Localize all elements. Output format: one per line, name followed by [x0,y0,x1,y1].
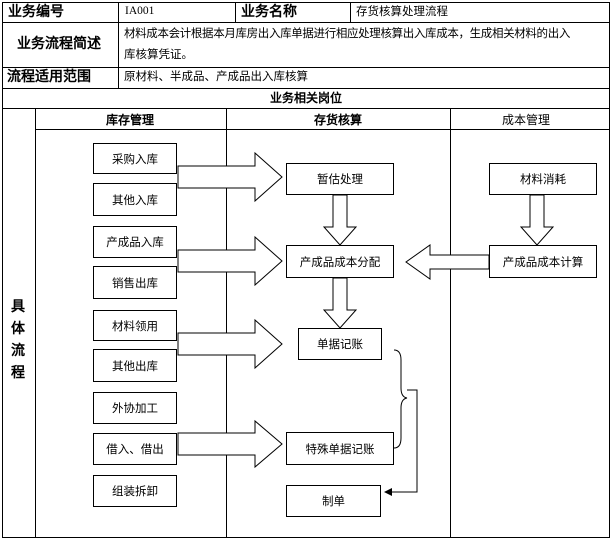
box-document-posting: 单据记账 [298,328,382,360]
box-special-posting: 特殊单据记账 [286,432,394,465]
brace [393,349,408,449]
side-char: 具 [11,299,25,315]
name-value: 存货核算处理流程 [356,4,448,18]
desc-line2: 库核算凭证。 [124,47,193,61]
scope-label: 流程适用范围 [7,69,91,85]
side-char: 体 [11,321,25,337]
lane-accounting: 存货核算 [314,113,363,127]
box-product-in: 产成品入库 [93,226,177,258]
block-arrow-down-2 [322,277,358,329]
block-arrow-3 [177,318,283,370]
box-material-consumption: 材料消耗 [489,163,597,195]
box-product-cost-calc: 产成品成本计算 [489,245,597,278]
section-title: 业务相关岗位 [270,91,343,105]
code-label: 业务编号 [8,4,64,20]
block-arrow-down-3 [519,194,555,246]
side-char: 流 [11,343,25,359]
block-arrow-2 [177,235,283,287]
block-arrow-1 [177,151,283,203]
block-arrow-down-1 [322,194,358,246]
box-estimate: 暂估处理 [286,163,394,195]
box-borrow-lend: 借入、借出 [93,433,177,465]
scope-value: 原材料、半成品、产成品出入库核算 [124,69,308,83]
side-label: 具 体 流 程 [8,296,28,384]
desc-line1: 材料成本会计根据本月库房出入库单据进行相应处理核算出入库成本，生成相关材料的出入 [124,26,570,40]
box-product-cost-allocation: 产成品成本分配 [286,245,394,278]
box-material-requisition: 材料领用 [93,310,177,341]
side-char: 程 [11,365,25,381]
code-value: IA001 [125,5,155,17]
box-assembly: 组装拆卸 [93,475,177,507]
box-sales-out: 销售出库 [93,266,177,299]
block-arrow-4 [177,419,283,469]
lane-inventory: 库存管理 [106,113,155,127]
lane-cost: 成本管理 [502,113,551,127]
box-voucher: 制单 [286,485,381,517]
name-label: 业务名称 [241,4,297,20]
connector-to-zhidan [384,389,418,496]
block-arrow-left [405,244,490,280]
box-outsourcing: 外协加工 [93,392,177,424]
desc-label: 业务流程简述 [17,36,101,52]
box-other-in: 其他入库 [93,183,177,216]
box-other-out: 其他出库 [93,349,177,382]
box-purchase-in: 采购入库 [93,143,177,174]
